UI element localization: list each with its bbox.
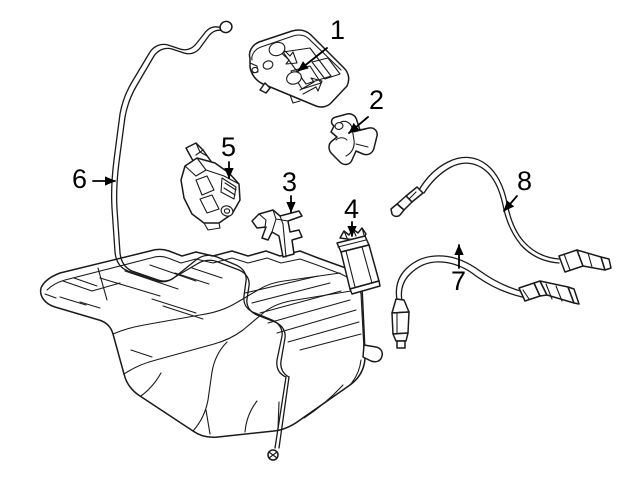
leak-detection-pump [336, 227, 381, 295]
canister-bracket [251, 209, 303, 258]
callout-label-6: 6 [72, 164, 88, 194]
callout-label-1: 1 [330, 15, 346, 45]
purge-valve [328, 113, 378, 166]
fuel-tank [39, 248, 383, 438]
callout-label-5: 5 [221, 132, 237, 162]
callout-label-2: 2 [369, 85, 385, 115]
callout-arrows [92, 47, 518, 269]
callout-label-8: 8 [517, 166, 533, 196]
oxygen-sensor-lower [391, 255, 580, 349]
callout-label-7: 7 [451, 266, 467, 296]
callout-label-3: 3 [282, 167, 298, 197]
oxygen-sensor-upper [390, 156, 612, 273]
vent-hose [110, 20, 290, 461]
callout-label-4: 4 [344, 194, 360, 224]
